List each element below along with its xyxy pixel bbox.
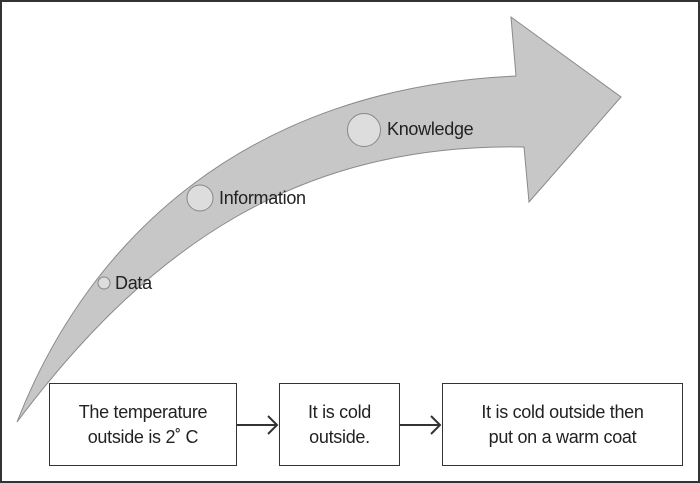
flow-arrow-2 — [400, 415, 442, 435]
information-example-box: It is cold outside. — [279, 383, 400, 466]
information-stage-marker — [186, 184, 214, 212]
curved-progress-arrow — [16, 15, 622, 423]
knowledge-example-box: It is cold outside then put on a warm co… — [442, 383, 683, 466]
flow-arrow-1 — [237, 415, 279, 435]
information-label: Information — [219, 188, 306, 208]
data-example-box: The temperature outside is 2˚ C — [49, 383, 237, 466]
knowledge-label: Knowledge — [387, 119, 474, 139]
knowledge-stage-marker — [347, 113, 381, 147]
data-label: Data — [115, 273, 152, 293]
data-stage-marker — [97, 276, 111, 290]
